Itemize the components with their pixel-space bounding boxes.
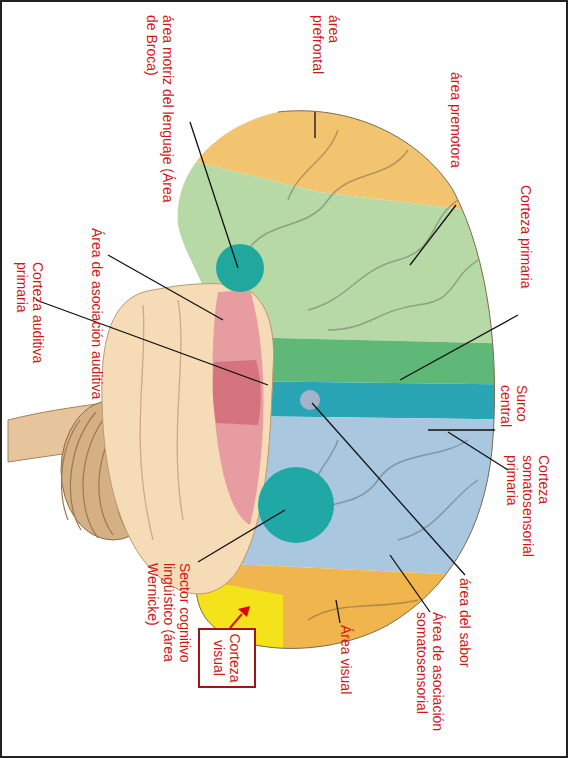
callout-text: Corteza visual (211, 630, 243, 686)
area-label: Corteza primaria (518, 185, 534, 335)
area-label: Sector cognitivo lingüístico (área Werni… (145, 563, 193, 688)
area-label: área motriz del lenguaje (Área de Broca) (144, 15, 176, 215)
callout-box: Corteza visual (198, 628, 256, 688)
area-label: área premotora (448, 72, 464, 212)
area-label: Área visual (338, 625, 354, 725)
area-label: área prefrontal (310, 15, 342, 100)
area-label: área del sabor (457, 578, 473, 698)
area-label: Área de asociación somatosensorial (414, 612, 446, 758)
area-label: Corteza somatosensorial primaria (504, 455, 552, 567)
area-label: Surco central (498, 385, 530, 447)
area-label: Área de asociación auditiva (89, 228, 105, 403)
area-label: Corteza auditiva primaria (14, 262, 46, 382)
